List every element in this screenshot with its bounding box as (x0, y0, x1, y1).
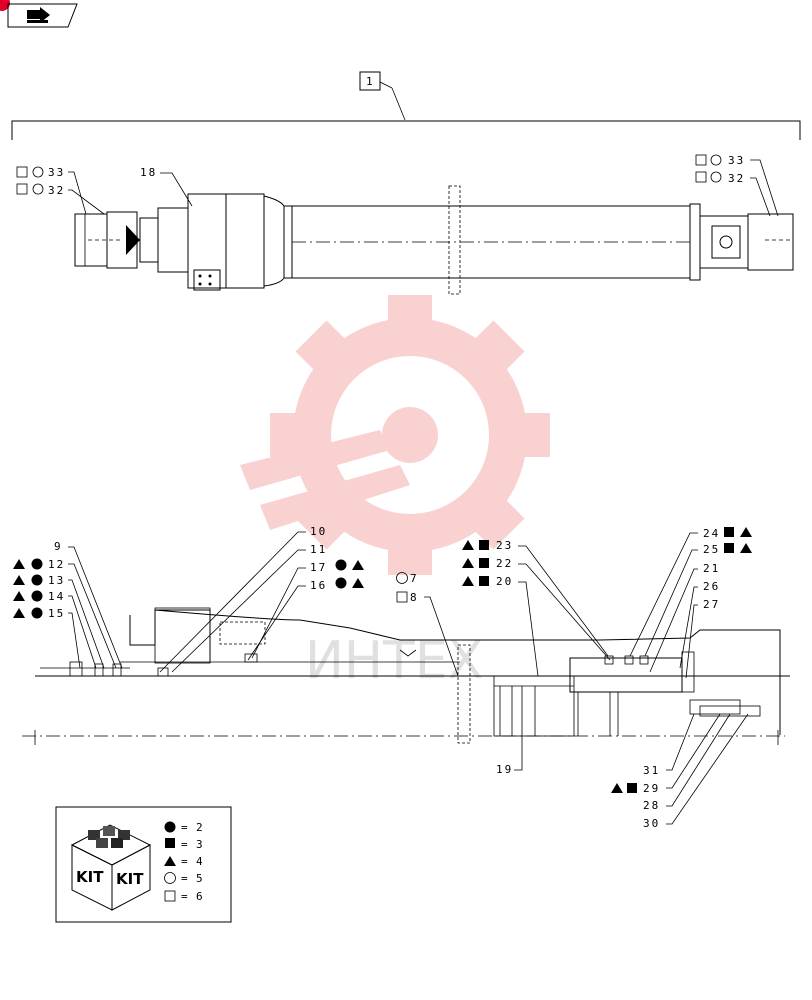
cylinder-assembly-view: 1 18 33 (11, 71, 801, 295)
legend-eq-5: = (181, 890, 190, 903)
callout-9: 9 (54, 540, 63, 553)
callout-31: 31 (643, 764, 660, 777)
callout-29: 29 (643, 782, 660, 795)
legend-num-1: 2 (196, 821, 205, 834)
callout-20: 20 (496, 575, 513, 588)
watermark-text: ИНТЕХ (305, 631, 483, 691)
callout-10: 10 (310, 525, 327, 538)
callout-25: 25 (703, 543, 720, 556)
callout-30: 30 (643, 817, 660, 830)
legend-eq-4: = (181, 872, 190, 885)
callout-box-1 (359, 71, 381, 91)
callout-15: 15 (48, 607, 65, 620)
legend-num-4: 5 (196, 872, 205, 885)
legend-circle-open-icon (164, 872, 176, 884)
kit-label-left: KIT (76, 868, 104, 886)
legend-triangle-filled-icon (164, 856, 176, 866)
callout-19: 19 (496, 763, 513, 776)
callout-22: 22 (496, 557, 513, 570)
callout-7: 7 (410, 572, 419, 585)
legend-eq-2: = (181, 838, 190, 851)
legend-eq-3: = (181, 855, 190, 868)
kit-box-icon (70, 824, 152, 911)
legend-eq-1: = (181, 821, 190, 834)
callout-33-left: 33 (48, 166, 65, 179)
callout-18: 18 (140, 166, 157, 179)
callout-26: 26 (703, 580, 720, 593)
kit-legend: KIT KIT = 2 = 3 = 4 = 5 = 6 (55, 806, 232, 923)
kit-label-right: KIT (116, 870, 144, 888)
callout-21: 21 (703, 562, 720, 575)
cylinder-section-view: 9 12 13 14 15 10 11 17 16 7 8 23 22 20 (13, 525, 790, 830)
nav-arrow-badge[interactable] (0, 0, 78, 28)
callout-14: 14 (48, 590, 65, 603)
callout-8: 8 (410, 591, 419, 604)
callout-17: 17 (310, 561, 327, 574)
legend-square-open-icon (164, 890, 176, 902)
legend-num-2: 3 (196, 838, 205, 851)
callout-23: 23 (496, 539, 513, 552)
callout-11: 11 (310, 543, 327, 556)
callout-13: 13 (48, 574, 65, 587)
callout-28: 28 (643, 799, 660, 812)
legend-square-filled-icon (165, 838, 175, 848)
legend-num-5: 6 (196, 890, 205, 903)
callout-24: 24 (703, 527, 720, 540)
callout-27: 27 (703, 598, 720, 611)
callout-12: 12 (48, 558, 65, 571)
callout-32-left: 32 (48, 184, 65, 197)
callout-33-right: 33 (728, 154, 745, 167)
legend-circle-filled-icon (164, 821, 176, 833)
watermark-gear-icon (240, 295, 550, 575)
callout-32-right: 32 (728, 172, 745, 185)
legend-num-3: 4 (196, 855, 205, 868)
callout-16: 16 (310, 579, 327, 592)
callout-1: 1 (366, 75, 375, 88)
